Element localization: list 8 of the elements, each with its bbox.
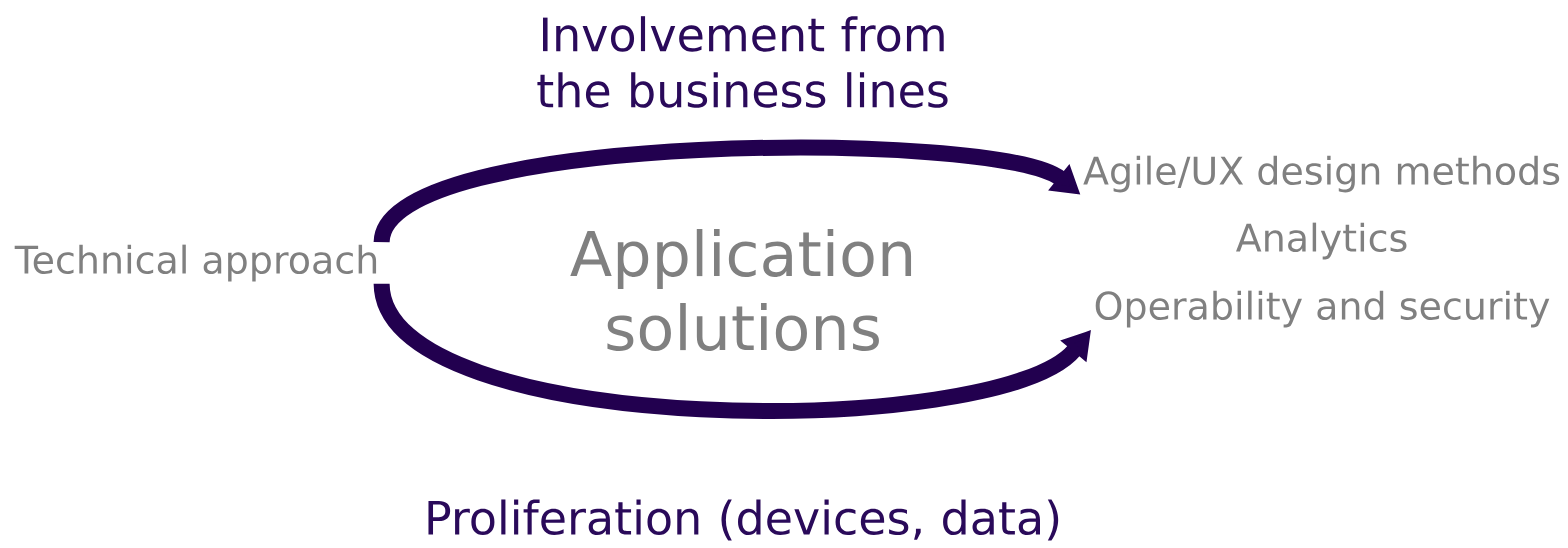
center-title: Application solutions: [570, 229, 912, 351]
method-label: Analytics: [1236, 222, 1407, 260]
side-label: Technical approach: [14, 244, 377, 282]
curved-arrow: [374, 281, 1091, 419]
method-label: Agile/UX design methods: [1083, 155, 1560, 193]
method-label: Operability and security: [1095, 290, 1550, 328]
edge-label: Proliferation (devices, data): [428, 499, 1059, 541]
edge-label: Involvement from the business lines: [537, 16, 948, 108]
